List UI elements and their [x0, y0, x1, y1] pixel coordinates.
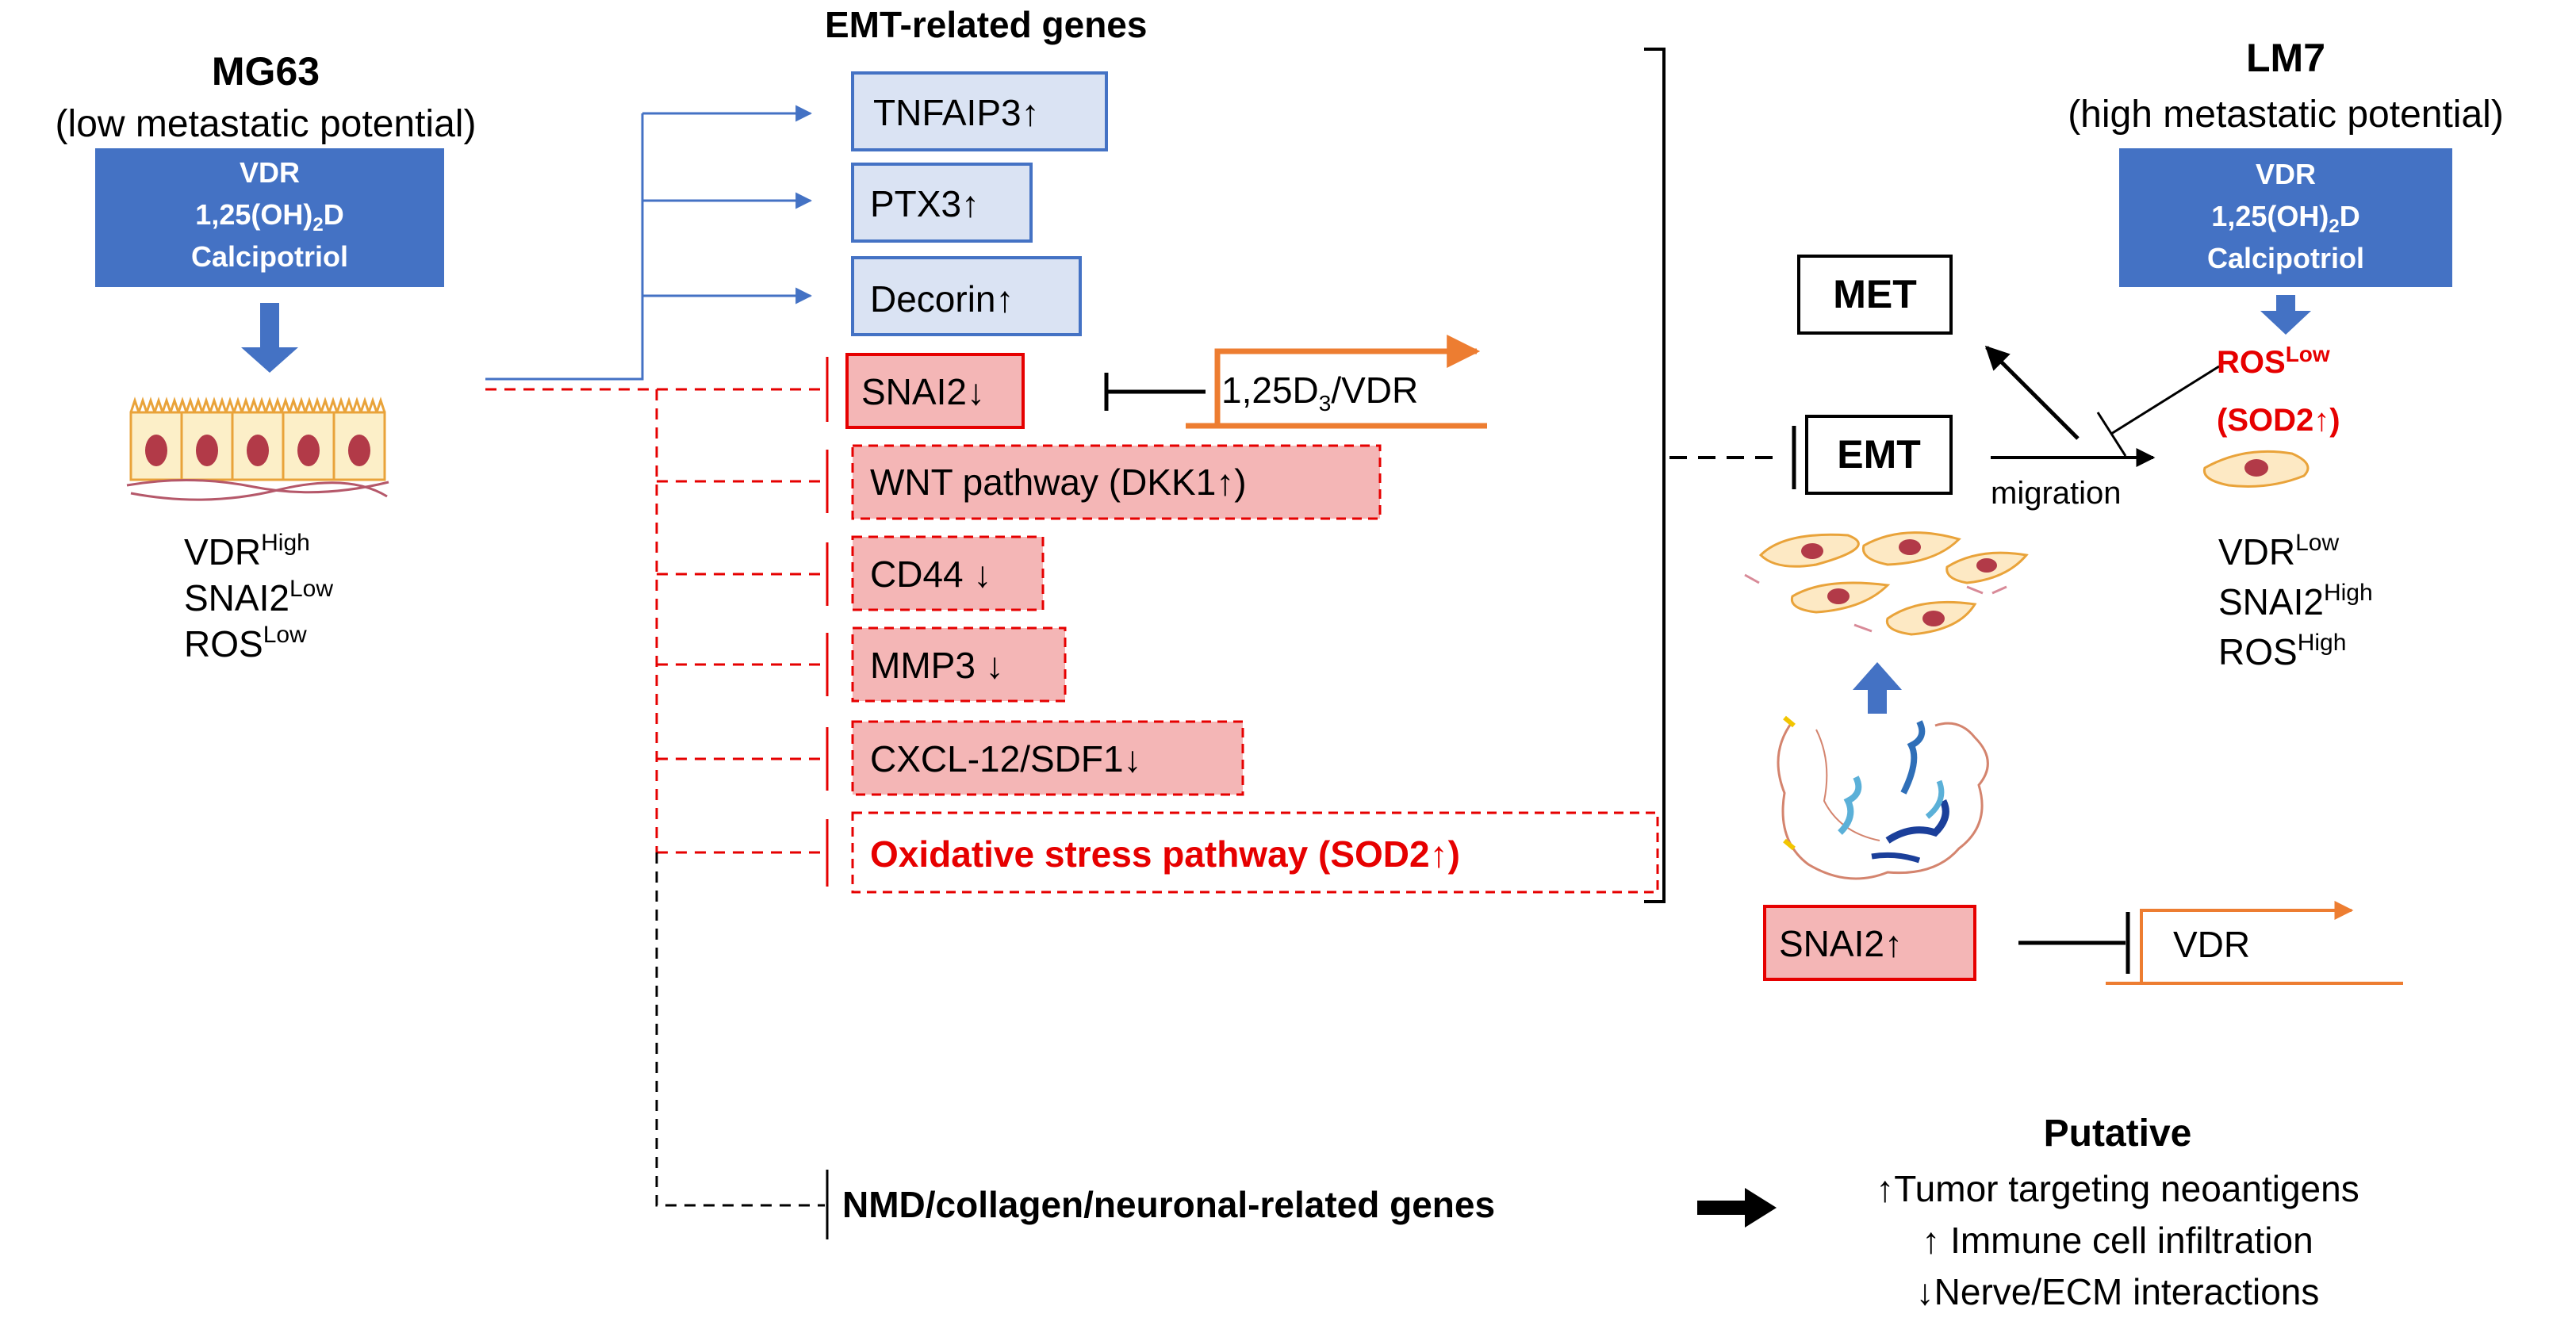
lm7-marker-snai2: SNAI2High	[2218, 580, 2373, 622]
snai2-up-arrow-icon	[1853, 662, 1902, 714]
gene-box-tnfaip3	[851, 71, 1108, 151]
snai2-up-box	[1763, 905, 1976, 981]
lm7-treatment-ligand: 1,25(OH)2D	[2211, 200, 2359, 237]
emt-panel: MET EMT migration	[1669, 255, 2403, 985]
lm7-sod2: (SOD2↑)	[2217, 403, 2340, 438]
mg63-marker-snai2: SNAI2Low	[184, 576, 333, 619]
genes-bracket	[1644, 48, 1666, 903]
gene-box-wnt	[851, 444, 1382, 520]
putative-item-neoantigens: ↑Tumor targeting neoantigens	[1876, 1168, 2359, 1209]
gene-ptx3: PTX3↑	[870, 183, 979, 224]
gene-cxcl12: CXCL-12/SDF1↓	[870, 738, 1142, 779]
promoter-sub: 3	[1319, 391, 1332, 416]
met-box	[1797, 255, 1953, 335]
gene-wnt: WNT pathway (DKK1↑)	[870, 462, 1247, 503]
lm7-ligand-sub: 2	[2329, 216, 2339, 237]
promoter-main: 1,25D	[1221, 370, 1319, 411]
lm7-down-arrow-icon	[2260, 295, 2311, 335]
gene-decorin: Decorin↑	[870, 278, 1014, 320]
snai2-up-label: SNAI2↑	[1779, 923, 1903, 964]
gene-oxidative: Oxidative stress pathway (SOD2↑)	[870, 833, 1460, 875]
lm7-treatment-box	[2119, 148, 2452, 287]
mg63-marker-vdr-name: VDR	[184, 531, 261, 573]
lm7-cell-icon	[2202, 450, 2310, 488]
gene-snai2: SNAI2↓	[861, 371, 985, 412]
mg63-marker-vdr: VDRHigh	[184, 530, 310, 573]
putative-item-immune: ↑ Immune cell infiltration	[1922, 1220, 2313, 1261]
promoter-125d3-vdr-label: 1,25D3/VDR	[1221, 370, 1418, 416]
putative-item-nerve: ↓Nerve/ECM interactions	[1916, 1271, 2320, 1312]
lm7-ros-low: ROSLow	[2217, 342, 2330, 380]
mg63-treatment-ligand: 1,25(OH)2D	[195, 198, 343, 236]
gene-box-cxcl12	[851, 720, 1244, 796]
lm7-ligand-main: 1,25(OH)	[2211, 200, 2329, 232]
right-panel: LM7 (high metastatic potential) VDR 1,25…	[2068, 36, 2504, 672]
gene-box-mmp3	[851, 626, 1067, 703]
emt-box	[1805, 415, 1953, 495]
lm7-ros-level: Low	[2286, 342, 2330, 366]
vdr-promoter-label: VDR	[2173, 924, 2250, 965]
lm7-ros-name: ROS	[2217, 345, 2286, 380]
mg63-treatment-box	[95, 148, 444, 287]
mg63-treatment-calcipotriol: Calcipotriol	[191, 240, 348, 273]
gene-cd44: CD44 ↓	[870, 554, 991, 595]
nmd-arrow-icon	[1697, 1188, 1777, 1228]
met-label: MET	[1833, 272, 1917, 316]
lm7-treatment-vdr: VDR	[2256, 158, 2316, 190]
gene-box-oxidative	[851, 811, 1659, 894]
putative-panel: Putative ↑Tumor targeting neoantigens ↑ …	[1876, 1113, 2359, 1312]
mg63-marker-vdr-level: High	[261, 530, 310, 556]
mg63-ligand-main: 1,25(OH)	[195, 198, 312, 231]
lm7-marker-ros-level: High	[2298, 630, 2347, 656]
lm7-potential: (high metastatic potential)	[2068, 94, 2504, 136]
promoter-end: /VDR	[1331, 370, 1418, 411]
mg63-treatment-vdr: VDR	[240, 156, 300, 189]
epithelial-cells-icon	[126, 396, 389, 501]
lm7-marker-ros: ROSHigh	[2218, 630, 2346, 672]
lm7-marker-snai2-level: High	[2324, 580, 2373, 606]
putative-title: Putative	[2044, 1113, 2192, 1155]
mg63-marker-ros: ROSLow	[184, 622, 307, 665]
genes-panel: EMT-related genes TNFAIP3↑ PTX3↑ Decorin…	[825, 4, 1777, 1228]
gene-box-snai2	[845, 353, 1025, 429]
gene-mmp3: MMP3 ↓	[870, 645, 1004, 686]
gene-box-decorin	[851, 256, 1082, 336]
gene-box-ptx3	[851, 163, 1033, 243]
mg63-marker-ros-name: ROS	[184, 623, 263, 665]
lm7-marker-ros-name: ROS	[2218, 631, 2298, 672]
mg63-marker-snai2-name: SNAI2	[184, 577, 289, 619]
left-panel: MG63 (low metastatic potential) VDR 1,25…	[56, 49, 477, 665]
gene-box-cd44	[851, 535, 1045, 611]
mg63-down-arrow-icon	[241, 303, 298, 373]
mg63-marker-snai2-level: Low	[289, 576, 333, 602]
mg63-marker-ros-level: Low	[263, 622, 307, 648]
lm7-marker-snai2-name: SNAI2	[2218, 581, 2324, 622]
mg63-ligand-sub: 2	[312, 214, 323, 236]
promoter-125d3-vdr: 1,25D3/VDR	[1104, 335, 1487, 429]
mg63-ligand-end: D	[324, 198, 344, 231]
lm7-marker-vdr: VDRLow	[2218, 530, 2339, 573]
mg63-title: MG63	[212, 49, 320, 94]
emt-label: EMT	[1837, 432, 1921, 477]
gene-nmd: NMD/collagen/neuronal-related genes	[842, 1184, 1495, 1225]
mg63-potential: (low metastatic potential)	[56, 103, 477, 145]
mg63-connectors	[485, 105, 829, 1239]
migration-label: migration	[1991, 476, 2122, 511]
gene-tnfaip3: TNFAIP3↑	[873, 92, 1040, 133]
lm7-marker-vdr-level: Low	[2295, 530, 2339, 556]
lm7-ligand-end: D	[2340, 200, 2360, 232]
met-arrow	[1984, 345, 2080, 440]
snai2-protein-structure-icon	[1777, 715, 1989, 880]
lm7-marker-vdr-name: VDR	[2218, 531, 2295, 573]
lm7-title: LM7	[2246, 36, 2325, 80]
emt-genes-title: EMT-related genes	[825, 4, 1147, 45]
mesenchymal-cells-icon	[1744, 531, 2029, 636]
lm7-treatment-calcipotriol: Calcipotriol	[2207, 242, 2364, 274]
